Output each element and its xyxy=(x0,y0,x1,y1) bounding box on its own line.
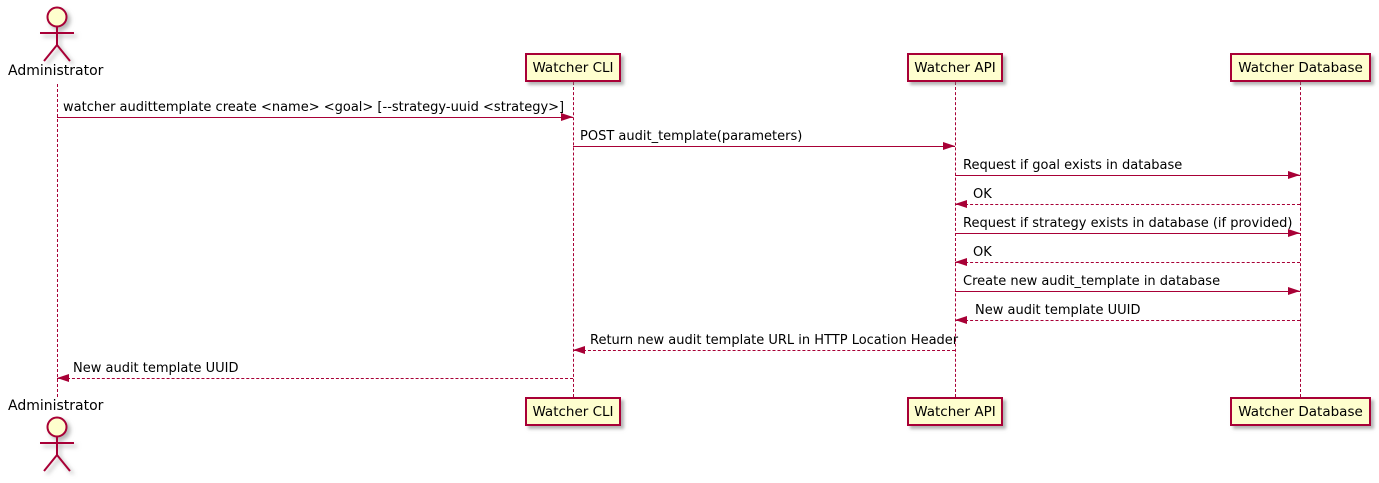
lifeline-watcher-cli xyxy=(573,82,574,397)
message-label: Return new audit template URL in HTTP Lo… xyxy=(590,333,959,348)
message-label: watcher audittemplate create <name> <goa… xyxy=(63,100,565,115)
arrowhead-icon xyxy=(1288,287,1300,295)
arrowhead-icon xyxy=(955,258,967,266)
message-arrow xyxy=(57,378,573,379)
message-label: Create new audit_template in database xyxy=(963,274,1221,289)
actor-icon xyxy=(40,6,74,62)
message-label: Request if goal exists in database xyxy=(963,158,1183,173)
arrowhead-icon xyxy=(573,346,585,354)
message-arrow xyxy=(955,262,1300,263)
message-label: OK xyxy=(973,187,992,202)
participant-watcher-api-bottom: Watcher API xyxy=(907,397,1003,426)
lifeline-administrator xyxy=(57,84,58,397)
arrowhead-icon xyxy=(955,316,967,324)
arrowhead-icon xyxy=(955,200,967,208)
lifeline-watcher-api xyxy=(955,82,956,397)
arrowhead-icon xyxy=(561,113,573,121)
arrowhead-icon xyxy=(57,374,69,382)
lifeline-watcher-database xyxy=(1300,82,1301,397)
message-arrow xyxy=(573,146,955,147)
message-arrow xyxy=(57,117,573,118)
message-label: New audit template UUID xyxy=(975,303,1141,318)
message-label: POST audit_template(parameters) xyxy=(580,129,803,144)
message-arrow xyxy=(573,350,955,351)
message-label: OK xyxy=(973,245,992,260)
arrowhead-icon xyxy=(1288,171,1300,179)
message-arrow xyxy=(955,175,1300,176)
actor-icon xyxy=(40,416,74,472)
participant-watcher-database-top: Watcher Database xyxy=(1230,53,1371,82)
actor-label-top: Administrator xyxy=(8,63,104,79)
message-arrow xyxy=(955,204,1300,205)
message-label: Request if strategy exists in database (… xyxy=(963,216,1293,231)
message-arrow xyxy=(955,320,1300,321)
message-arrow xyxy=(955,233,1300,234)
participant-watcher-database-bottom: Watcher Database xyxy=(1230,397,1371,426)
arrowhead-icon xyxy=(943,142,955,150)
participant-watcher-api-top: Watcher API xyxy=(907,53,1003,82)
actor-label-bottom: Administrator xyxy=(8,398,104,414)
message-arrow xyxy=(955,291,1300,292)
message-label: New audit template UUID xyxy=(73,361,239,376)
participant-watcher-cli-bottom: Watcher CLI xyxy=(525,397,621,426)
participant-watcher-cli-top: Watcher CLI xyxy=(525,53,621,82)
arrowhead-icon xyxy=(1288,229,1300,237)
